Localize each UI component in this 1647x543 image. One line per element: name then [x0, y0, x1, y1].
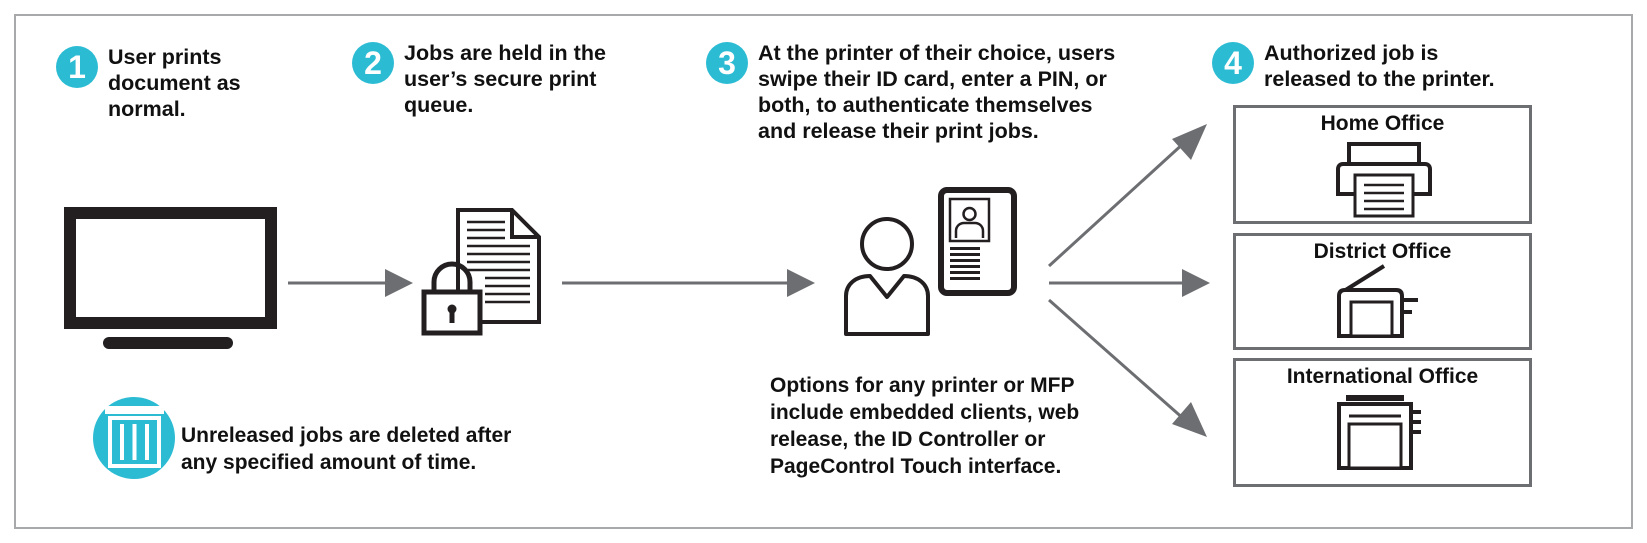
- international-office-box: International Office: [1233, 358, 1532, 487]
- step-4-text: Authorized job is released to the printe…: [1264, 41, 1495, 91]
- diagram-frame: [14, 14, 1633, 529]
- district-office-label: District Office: [1313, 240, 1452, 263]
- user-icon: [844, 217, 930, 336]
- deletion-note: Unreleased jobs are deleted after any sp…: [181, 424, 512, 474]
- id-card-icon: [938, 187, 1017, 296]
- trash-icon: [93, 397, 175, 479]
- printer-icon: [1336, 142, 1432, 218]
- fax-icon: [1337, 264, 1418, 338]
- step-3: 3 At the printer of their choice, users …: [706, 40, 1115, 144]
- arrow-to-home-office: [1047, 124, 1207, 268]
- copier-icon: [1337, 395, 1421, 470]
- step-2: 2 Jobs are held in the user’s secure pri…: [352, 40, 606, 118]
- arrow-1: [288, 269, 413, 297]
- international-office-label: International Office: [1286, 365, 1479, 388]
- district-office-box: District Office: [1233, 233, 1532, 350]
- step-4: 4 Authorized job is released to the prin…: [1212, 40, 1495, 92]
- step-3-badge: 3: [706, 42, 748, 84]
- step-2-badge: 2: [352, 42, 394, 84]
- step-1: 1 User prints document as normal.: [56, 44, 241, 122]
- step-3-text: At the printer of their choice, users sw…: [758, 41, 1116, 143]
- arrow-2: [562, 269, 815, 297]
- arrow-to-district-office: [1049, 269, 1210, 297]
- step-2-text: Jobs are held in the user’s secure print…: [404, 41, 606, 117]
- home-office-box: Home Office: [1233, 105, 1532, 224]
- step-4-badge: 4: [1212, 42, 1254, 84]
- options-note: Options for any printer or MFP include e…: [770, 374, 1080, 478]
- monitor-icon: [64, 207, 277, 349]
- locked-document-icon: [421, 208, 541, 336]
- step-1-text: User prints document as normal.: [108, 45, 241, 121]
- step-1-badge: 1: [56, 46, 98, 88]
- home-office-label: Home Office: [1320, 112, 1445, 135]
- arrow-to-international-office: [1048, 298, 1207, 437]
